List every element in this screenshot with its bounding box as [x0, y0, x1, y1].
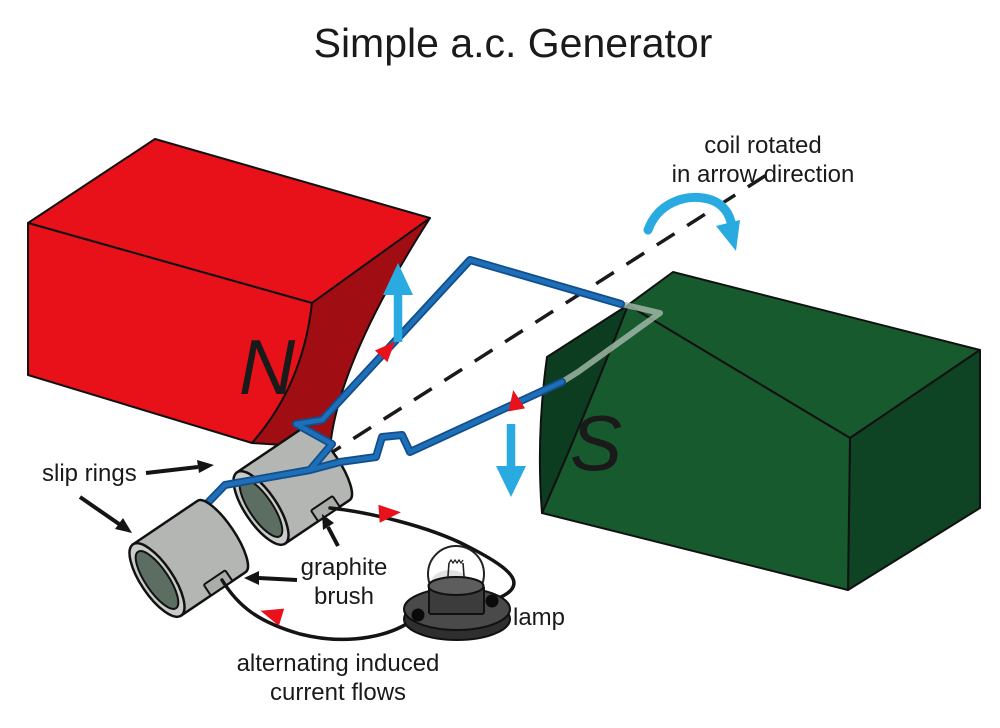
slip-rings-arrowhead-upper	[197, 460, 214, 473]
coil-rotated-label: coil rotated in arrow direction	[672, 131, 855, 190]
annotation-arrows	[78, 465, 340, 582]
force-arrow-down-head	[496, 466, 526, 497]
brush-arrowhead-lower	[244, 571, 259, 585]
magnet-south-pole-face	[538, 304, 629, 514]
lamp-label: lamp	[513, 604, 566, 631]
circuit-current-arrow-right	[378, 504, 401, 523]
lamp-socket-top	[427, 576, 485, 596]
slip-rings-label: slip rings	[42, 460, 137, 487]
current-line2: current flows	[269, 679, 407, 707]
circuit-current-arrows	[260, 504, 401, 626]
slip-rings-arrowhead-lower	[115, 518, 132, 533]
graphite-brush-label: graphite brush	[301, 553, 388, 612]
lamp	[403, 545, 511, 641]
rotation-arrow-arc	[643, 192, 736, 235]
coil-wire-core	[192, 257, 624, 519]
circuit-current-arrow-left	[260, 608, 285, 626]
brush-arrowhead-upper	[322, 514, 334, 530]
slip-rings-arrow-lower	[78, 495, 121, 526]
coil-current-arrow-left	[374, 341, 395, 363]
circuit-wire-right	[328, 506, 516, 602]
graphite-brush-line1: graphite	[300, 554, 388, 581]
circuit	[220, 506, 516, 642]
circuit-wire-left	[220, 578, 421, 642]
page-title: Simple a.c. Generator	[313, 20, 713, 66]
coil-hidden-segment	[560, 301, 663, 385]
graphite-brush-front	[203, 569, 233, 596]
coil-current-arrow-bottom	[508, 390, 526, 412]
annotation-arrowheads	[115, 460, 334, 585]
slip-rings-arrow-upper	[145, 465, 199, 475]
north-pole-label: N	[238, 323, 296, 411]
brush-arrow-lower	[258, 576, 298, 582]
force-arrows	[383, 263, 526, 497]
graphite-brush-line2: brush	[313, 583, 375, 611]
magnet-north	[27, 138, 431, 449]
rotation-axis-line	[322, 172, 769, 460]
graphite-brush-rear	[310, 495, 341, 522]
rotation-arrow-head	[716, 220, 740, 251]
current-line1: alternating induced	[236, 650, 440, 677]
current-label: alternating induced current flows	[237, 649, 440, 708]
lamp-terminal-right	[485, 594, 499, 608]
coil-rotated-line2: in arrow direction	[671, 161, 855, 189]
rotation-arrow	[643, 192, 740, 251]
force-arrow-up-head	[383, 263, 413, 295]
slip-ring-front	[128, 498, 250, 619]
magnet-south	[538, 271, 981, 591]
coil-wire	[191, 256, 625, 520]
lamp-filament-coil	[448, 558, 464, 565]
lamp-terminal-left	[411, 608, 425, 622]
slip-ring-front-hole	[134, 550, 180, 610]
coil-rotated-line1: coil rotated	[704, 132, 822, 159]
coil-current-arrows	[374, 341, 526, 412]
brush-arrow-upper	[326, 526, 340, 547]
slip-ring-rear-brush-layer	[310, 495, 341, 522]
south-pole-label: S	[569, 399, 623, 487]
